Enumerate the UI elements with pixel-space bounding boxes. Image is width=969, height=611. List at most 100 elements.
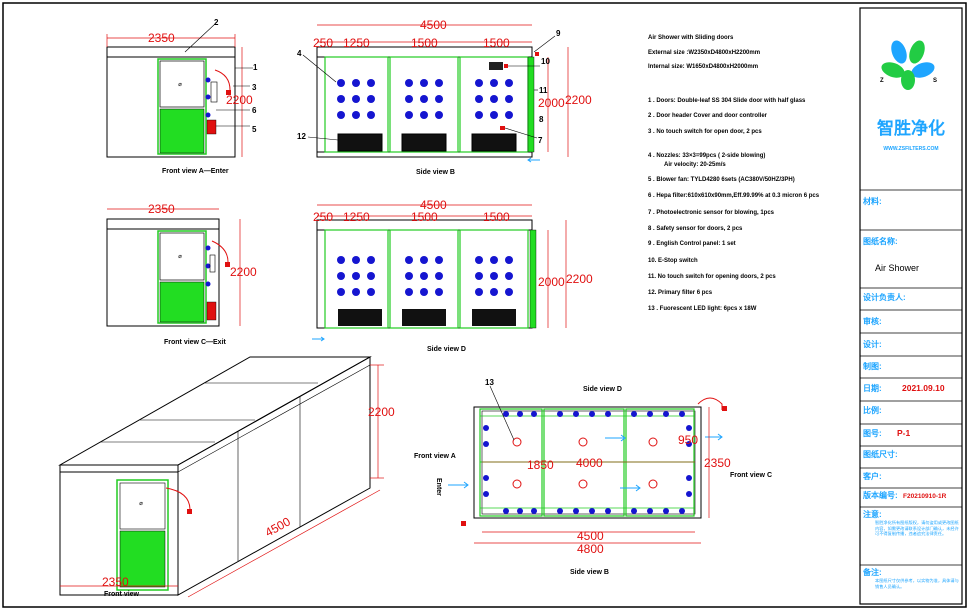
- nozzle: [352, 79, 360, 87]
- version-value: F20210910-1R: [903, 493, 947, 500]
- primary-filter-grille: [337, 133, 383, 152]
- nozzle: [475, 95, 483, 103]
- nozzle: [605, 411, 611, 417]
- nozzle: [405, 256, 413, 264]
- nozzle: [435, 111, 443, 119]
- nozzle: [483, 441, 489, 447]
- dim-width-front-a: 2350: [148, 31, 175, 45]
- nozzle: [490, 79, 498, 87]
- nozzle: [517, 411, 523, 417]
- nozzle: [663, 411, 669, 417]
- callout-11: 11: [539, 86, 548, 95]
- svg-text:⌀: ⌀: [178, 254, 182, 260]
- side-d-nozzles: [337, 256, 513, 296]
- dim-width-plan: 2350: [704, 456, 731, 470]
- callout-9: 9: [556, 29, 561, 38]
- label-version: 版本编号:: [862, 490, 898, 500]
- label-size: 图纸尺寸:: [863, 449, 898, 459]
- nozzle: [405, 79, 413, 87]
- dim-height-front-c: 2200: [230, 265, 257, 279]
- nozzle: [483, 475, 489, 481]
- dim-width-front-c: 2350: [148, 202, 175, 216]
- spec-item: 5 . Blower fan: TYLD4280 6sets (AC380V/5…: [648, 177, 795, 183]
- nozzle: [352, 111, 360, 119]
- e-stop-switch: [504, 64, 508, 68]
- label-drafter: 制图:: [863, 361, 882, 371]
- nozzle: [589, 508, 595, 514]
- side-view-b: [316, 46, 539, 158]
- callout-10: 10: [541, 57, 550, 66]
- nozzle: [420, 111, 428, 119]
- nozzle: [367, 79, 375, 87]
- nozzle: [505, 256, 513, 264]
- nozzle: [475, 272, 483, 280]
- nozzle: [420, 288, 428, 296]
- spec-item: 2 . Door header Cover and door controlle…: [648, 113, 768, 119]
- nozzle: [663, 508, 669, 514]
- label-drawing-no: 图号:: [863, 429, 882, 438]
- dim-height-side-b: 2200: [565, 93, 592, 107]
- nozzle: [420, 256, 428, 264]
- callout-2: 2: [214, 18, 219, 27]
- nozzle: [573, 508, 579, 514]
- nozzle: [367, 288, 375, 296]
- nozzle: [573, 411, 579, 417]
- logo-letter: S: [933, 78, 937, 84]
- callout-4: 4: [297, 49, 302, 58]
- spec-item: 13 . Fuorescent LED light: 6pcs x 18W: [648, 306, 757, 312]
- caption-front-view: Front view: [104, 591, 140, 598]
- nozzle: [405, 111, 413, 119]
- nozzle: [490, 95, 498, 103]
- logo-letter: Z: [880, 78, 884, 84]
- nozzle: [589, 411, 595, 417]
- label-material: 材料:: [863, 196, 882, 206]
- dim-seg-250: 250: [313, 210, 333, 224]
- caption-side-view-b: Side view B: [416, 169, 455, 176]
- isometric-dims: 2200 4500 2350: [60, 364, 395, 598]
- nozzle: [647, 411, 653, 417]
- label-notes: 注意:: [863, 509, 882, 519]
- nozzle: [505, 79, 513, 87]
- dim-seg-1500: 1500: [483, 36, 510, 50]
- side-d-dims: 4500 250 1250 1500 1500 2000 2200: [313, 198, 593, 328]
- dim-length-side-d: 4500: [420, 198, 447, 212]
- side-b-dims: 4500 250 1250 1500 1500 2000 2200: [313, 18, 592, 157]
- nozzle: [337, 272, 345, 280]
- dim-seg-1250: 1250: [343, 210, 370, 224]
- dim-seg-1250: 1250: [343, 36, 370, 50]
- nozzle: [435, 272, 443, 280]
- caption-enter: Enter: [435, 478, 442, 496]
- primary-filter-grille: [472, 309, 516, 326]
- nozzle: [475, 79, 483, 87]
- caption-front-view-a: Front view A—Enter: [162, 168, 229, 175]
- label-drawing-name: 图纸名称:: [863, 236, 898, 246]
- nozzle: [405, 95, 413, 103]
- nozzle: [647, 508, 653, 514]
- led-lights: [512, 437, 658, 489]
- remarks-text: 本图纸尺寸仅供参考，以实物为准，具体请与销售人员确认。: [875, 578, 959, 589]
- nozzle: [337, 288, 345, 296]
- nozzle: [367, 95, 375, 103]
- label-date: 日期:: [863, 383, 882, 393]
- nozzle: [505, 95, 513, 103]
- nozzle: [679, 508, 685, 514]
- nozzle: [531, 411, 537, 417]
- nozzle: [505, 272, 513, 280]
- drawing-no-value: P-1: [897, 428, 911, 438]
- dim-length-iso: 4500: [263, 514, 293, 539]
- nozzle: [490, 272, 498, 280]
- primary-filter-grille: [338, 309, 382, 326]
- nozzle: [557, 508, 563, 514]
- nozzle: [505, 111, 513, 119]
- callout-1: 1: [253, 63, 258, 72]
- caption-plan-top: Side view D: [583, 386, 622, 393]
- primary-filter-grille: [401, 133, 447, 152]
- label-review: 审核:: [863, 316, 882, 326]
- primary-filter-grille: [471, 133, 517, 152]
- spec-item: 10. E-Stop switch: [648, 258, 698, 264]
- nozzle: [367, 272, 375, 280]
- front-c-dims: 2350 2200: [107, 202, 257, 326]
- nozzle: [505, 288, 513, 296]
- spec-title: Air Shower with Sliding doors: [648, 35, 734, 41]
- front-view-c: ⌀: [106, 218, 230, 327]
